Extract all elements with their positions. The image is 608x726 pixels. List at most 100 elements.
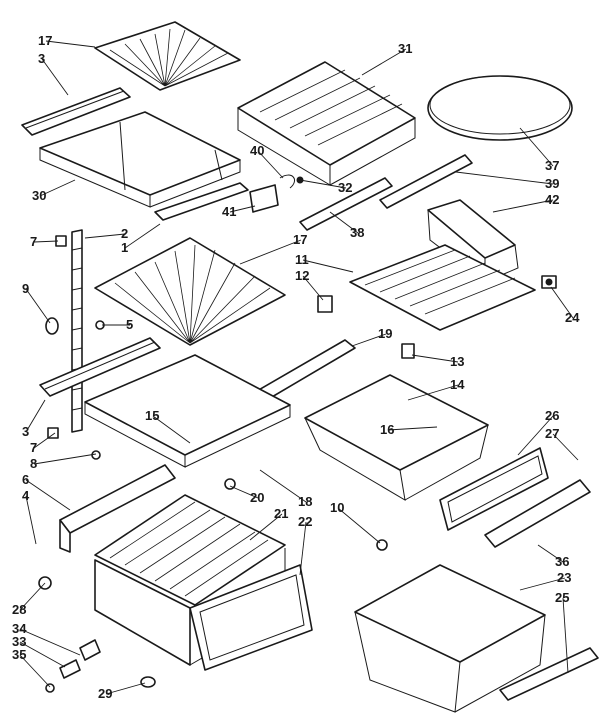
shelf-frame-middle	[84, 354, 291, 468]
leader-c19	[351, 333, 387, 347]
callout-c17b: 17	[293, 232, 307, 247]
leader-c40	[257, 150, 284, 179]
callout-c15: 15	[145, 408, 159, 423]
bracket-hardware-41	[249, 174, 304, 213]
shelf-front-trim-middle	[39, 337, 161, 397]
leader-c18	[259, 469, 307, 503]
callout-c29: 29	[98, 686, 112, 701]
leader-c25	[562, 597, 569, 674]
leader-c32	[299, 179, 347, 189]
rail-38	[299, 177, 393, 231]
leader-c13	[411, 354, 459, 363]
leader-c33	[19, 641, 66, 668]
leader-c41	[229, 205, 256, 213]
callout-c22: 22	[298, 514, 312, 529]
leader-c3b	[25, 399, 46, 433]
callout-c2: 2	[121, 226, 128, 241]
leader-c22	[299, 521, 307, 576]
handle-27	[484, 479, 591, 548]
callout-c38: 38	[350, 225, 364, 240]
leader-c28	[19, 582, 46, 611]
glass-turntable	[427, 75, 573, 141]
callout-c9: 9	[22, 281, 29, 296]
callout-c24: 24	[565, 310, 580, 325]
leader-c34	[19, 628, 81, 656]
leader-c26	[517, 415, 554, 456]
clip-12	[317, 295, 333, 313]
leader-c17a	[45, 40, 96, 48]
callout-c27: 27	[545, 426, 559, 441]
leader-c2	[84, 233, 126, 239]
leader-c11	[302, 259, 354, 273]
leader-c27	[552, 433, 579, 461]
leader-c24	[550, 286, 574, 319]
leader-c9	[25, 288, 51, 324]
leader-c14	[407, 384, 459, 401]
callout-c33: 33	[12, 634, 26, 649]
leader-c3a	[41, 58, 69, 96]
leader-c37	[519, 127, 554, 167]
callout-c32: 32	[338, 180, 352, 195]
bracket-24	[541, 275, 557, 289]
callout-c17a: 17	[38, 33, 52, 48]
callout-c37: 37	[545, 158, 559, 173]
leader-c12	[302, 275, 324, 301]
callout-c28: 28	[12, 602, 26, 617]
hardware-lower	[38, 427, 388, 693]
callout-c31: 31	[398, 41, 412, 56]
leader-c17b	[239, 239, 302, 265]
leader-c10	[337, 507, 381, 544]
callout-c7a: 7	[30, 234, 37, 249]
leader-c1	[124, 223, 161, 249]
leader-c39	[455, 171, 554, 185]
callout-c21: 21	[274, 506, 288, 521]
callout-c4: 4	[22, 488, 30, 503]
leader-c8	[33, 453, 97, 465]
crisper-cover-21	[94, 494, 286, 606]
leader-c23	[519, 577, 566, 591]
shelf-frame-top	[39, 111, 241, 208]
callout-c41: 41	[222, 204, 236, 219]
leader-c7b	[33, 432, 56, 449]
callout-c11: 11	[295, 252, 309, 267]
callout-c20: 20	[250, 490, 264, 505]
shelf-rail	[154, 182, 249, 221]
callout-c13: 13	[450, 354, 464, 369]
shelf-front-trim-top	[21, 87, 131, 136]
leader-c21	[249, 513, 283, 541]
leader-c38	[329, 211, 359, 234]
leader-c20	[229, 485, 259, 499]
callout-c6: 6	[22, 472, 29, 487]
leader-c30	[39, 179, 76, 197]
callout-c26: 26	[545, 408, 559, 423]
callout-c16: 16	[380, 422, 394, 437]
callout-c42: 42	[545, 192, 559, 207]
leader-c15	[152, 415, 191, 444]
callout-c5: 5	[126, 317, 133, 332]
drawer-front-26	[439, 447, 549, 531]
leader-c4	[25, 495, 37, 545]
leader-c35	[19, 654, 51, 688]
callout-c14: 14	[450, 377, 465, 392]
callout-c3a: 3	[38, 51, 45, 66]
leader-c31	[361, 48, 407, 76]
callout-c18: 18	[298, 494, 312, 509]
crisper-drawer-14	[304, 374, 489, 501]
trim-strip-39	[379, 154, 473, 209]
leader-c36	[537, 544, 564, 563]
callout-c19: 19	[378, 326, 392, 341]
leader-c6	[25, 479, 71, 511]
handle-25	[499, 647, 599, 701]
callout-c36: 36	[555, 554, 569, 569]
leader-c42	[492, 199, 554, 213]
shelf-front-trim-lower	[59, 464, 176, 553]
glass-shelf-top	[94, 21, 241, 91]
glass-shelf-middle	[94, 237, 286, 346]
callout-c7b: 7	[30, 440, 37, 455]
callout-c8: 8	[30, 456, 37, 471]
callout-c35: 35	[12, 647, 26, 662]
leader-c29	[105, 682, 146, 695]
wire-shelf-bin	[237, 61, 416, 186]
